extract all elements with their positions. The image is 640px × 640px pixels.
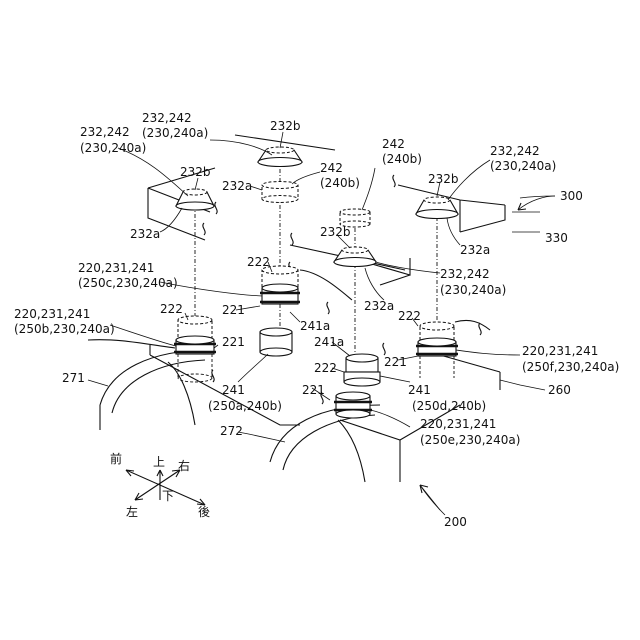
label-module-b: 220,231,241: [14, 307, 90, 321]
label-232a-d: 232a: [364, 299, 394, 313]
label-232a-b: 232a: [130, 227, 160, 241]
arrow-200: [420, 485, 440, 510]
label-241a-a: 241a: [300, 319, 330, 333]
cap-center-left: [258, 147, 302, 167]
label-module-c-sub: (250c,230,240a): [78, 276, 178, 290]
label-cap-top-right-sub: (230,240a): [490, 159, 556, 173]
label-241-a: 241: [222, 383, 245, 397]
label-cap-center: 232,242: [440, 267, 490, 281]
label-250a: (250a,240b): [208, 399, 282, 413]
cap-right: [416, 197, 458, 219]
label-300: 300: [560, 189, 583, 203]
label-240b-a: (240b): [320, 176, 360, 190]
label-260: 260: [548, 383, 571, 397]
label-module-b-sub: (250b,230,240a): [14, 322, 115, 336]
label-222-d: 222: [314, 361, 337, 375]
arrow-300: [518, 196, 555, 210]
module-250b: [174, 316, 216, 382]
label-cap-top-left: 232,242: [80, 125, 130, 139]
label-cap-top-right: 232,242: [490, 144, 540, 158]
label-272: 272: [220, 424, 243, 438]
label-242-b: 242: [382, 137, 405, 151]
cap-center: [334, 247, 376, 267]
label-221-c: 221: [384, 355, 407, 369]
roller-271: [100, 350, 210, 430]
module-250e: [334, 392, 372, 418]
label-221-a: 221: [222, 303, 245, 317]
label-232b-c: 232b: [428, 172, 459, 186]
label-cap-top-center: 232,242: [142, 111, 192, 125]
module-250c: [260, 266, 300, 304]
label-271: 271: [62, 371, 85, 385]
label-242-a: 242: [320, 161, 343, 175]
dir-right: 右: [178, 458, 190, 473]
dir-left: 左: [126, 504, 138, 519]
label-222-a: 222: [247, 255, 270, 269]
reference-labels: 232,242 (230,240a) 232,242 (230,240a) 23…: [14, 111, 619, 529]
cap-left: [176, 189, 214, 210]
label-330: 330: [545, 231, 568, 245]
dir-down: 下: [162, 489, 174, 503]
spacer-242-center-left: [262, 182, 298, 203]
label-200: 200: [444, 515, 467, 529]
module-250f: [416, 322, 458, 378]
label-222-c: 222: [398, 309, 421, 323]
label-222-b: 222: [160, 302, 183, 316]
label-module-e: 220,231,241: [420, 417, 496, 431]
label-cap-top-left-sub: (230,240a): [80, 141, 146, 155]
dir-front: 前: [110, 451, 122, 466]
label-232a-c: 232a: [460, 243, 490, 257]
label-221-b: 221: [222, 335, 245, 349]
label-250d: (250d,240b): [412, 399, 486, 413]
module-250d: [344, 354, 380, 386]
label-221-d: 221: [302, 383, 325, 397]
label-241-b: 241: [408, 383, 431, 397]
label-module-c: 220,231,241: [78, 261, 154, 275]
label-240b-b: (240b): [382, 152, 422, 166]
cylinder-250a: [260, 328, 292, 356]
label-cap-center-sub: (230,240a): [440, 283, 506, 297]
dir-up: 上: [153, 455, 165, 469]
label-232b-b: 232b: [180, 165, 211, 179]
label-cap-top-center-sub: (230,240a): [142, 126, 208, 140]
label-232b-a: 232b: [270, 119, 301, 133]
label-module-e-sub: (250e,230,240a): [420, 433, 520, 447]
label-232a-a: 232a: [222, 179, 252, 193]
label-241a-b: 241a: [314, 335, 344, 349]
dir-back: 後: [198, 505, 210, 519]
label-module-f-sub: (250f,230,240a): [522, 360, 619, 374]
label-232b-d: 232b: [320, 225, 351, 239]
label-module-f: 220,231,241: [522, 344, 598, 358]
